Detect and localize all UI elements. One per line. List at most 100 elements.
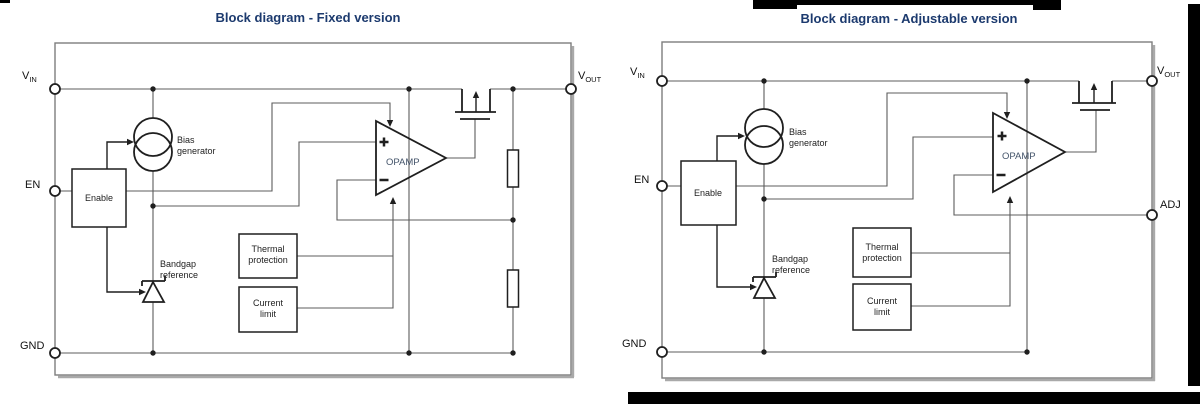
adj-terminal — [1146, 209, 1158, 221]
pin-label-vout: VOUT — [578, 70, 602, 84]
chip-outline-shadow — [58, 46, 575, 379]
bandgap-reference-label: Bandgap — [160, 259, 196, 269]
bandgap-reference-label: reference — [772, 265, 810, 275]
junction-dots — [150, 86, 516, 356]
arrowhead-up-icon — [1090, 83, 1098, 90]
current-limit-signal-wire — [297, 203, 394, 309]
junction-dots — [761, 78, 1030, 355]
feedback-to-minus-route — [336, 179, 513, 221]
arrowhead-down-icon — [386, 120, 394, 127]
enable-label: Enable — [85, 193, 113, 203]
enable-to-bandgap-wire — [716, 225, 751, 288]
thermal-protection-label: protection — [862, 253, 902, 263]
enable-to-bandgap-wire — [106, 227, 140, 293]
current-limit-label: limit — [874, 307, 890, 317]
adj-to-minus-route — [953, 174, 1152, 216]
pin-label-en: EN — [25, 179, 40, 191]
pin-terminals — [656, 75, 1158, 358]
plus-input-route — [764, 136, 993, 200]
bias-generator-label: Bias — [177, 135, 195, 145]
feedback-divider — [506, 149, 520, 308]
enable-control-arrows — [106, 120, 397, 296]
pin-terminals — [49, 83, 577, 359]
thermal-protection-block: Thermal protection — [852, 227, 912, 278]
gnd-terminal — [656, 346, 668, 358]
plus-input-icon — [382, 137, 386, 147]
thermal-protection-label: Thermal — [251, 244, 284, 254]
pin-label-gnd: GND — [20, 340, 45, 352]
minus-input-icon — [996, 173, 1006, 177]
adjustable-version-diagram: Block diagram - Adjustable version — [622, 11, 1181, 382]
current-limit-label: Current — [867, 296, 898, 306]
opamp-output-to-gate — [1065, 110, 1097, 153]
diagram-title-fixed: Block diagram - Fixed version — [216, 10, 401, 25]
fixed-version-diagram: Block diagram - Fixed version — [20, 10, 602, 379]
thermal-protection-label: protection — [248, 255, 288, 265]
resistor-bottom — [506, 269, 520, 308]
scan-artifact-bar-top — [753, 0, 1060, 5]
pin-label-vin: VIN — [22, 70, 37, 84]
scan-artifact-strip-right — [1188, 4, 1200, 386]
opamp-label: OPAMP — [386, 157, 420, 168]
pin-label-vout: VOUT — [1157, 65, 1181, 79]
enable-to-bias-wire — [716, 135, 739, 161]
pin-label-gnd: GND — [622, 338, 647, 350]
wires — [55, 88, 571, 354]
current-limit-label: Current — [253, 298, 284, 308]
bias-current-source — [133, 117, 173, 172]
pass-transistor — [455, 89, 496, 120]
vin-terminal — [49, 83, 61, 95]
current-limit-block: Current limit — [852, 283, 912, 331]
arrowhead-up-icon — [472, 91, 480, 98]
bandgap-zener — [752, 272, 777, 299]
wires — [662, 80, 1152, 353]
vout-terminal — [565, 83, 577, 95]
arrowhead-right-icon — [738, 132, 745, 140]
vin-terminal — [656, 75, 668, 87]
scan-artifact-bar-top — [753, 0, 797, 9]
plus-input-route — [153, 141, 376, 207]
resistor-top — [506, 149, 520, 188]
enable-control-arrows — [716, 112, 1014, 291]
en-terminal — [49, 185, 61, 197]
current-limit-label: limit — [260, 309, 276, 319]
pin-label-vin: VIN — [630, 66, 645, 80]
enable-block: Enable — [680, 160, 737, 226]
thermal-protection-label: Thermal — [865, 242, 898, 252]
bandgap-reference-label: reference — [160, 270, 198, 280]
minus-input-icon — [379, 178, 389, 182]
pass-transistor — [1072, 81, 1116, 111]
arrowhead-right-icon — [139, 288, 146, 296]
arrowhead-up-icon — [1006, 196, 1014, 203]
plus-input-icon — [1000, 131, 1004, 141]
enable-to-opamp-route — [126, 102, 391, 192]
opamp-symbol: OPAMP — [992, 111, 1067, 194]
bias-generator-label: generator — [177, 146, 216, 156]
pin-label-en: EN — [634, 174, 649, 186]
bias-generator-label: Bias — [789, 127, 807, 137]
gnd-terminal — [49, 347, 61, 359]
arrowhead-down-icon — [1003, 112, 1011, 119]
opamp-symbol: OPAMP — [375, 119, 448, 197]
scan-artifact-bar-top — [1033, 0, 1061, 10]
bandgap-zener — [141, 276, 166, 303]
enable-label: Enable — [694, 188, 722, 198]
current-limit-signal-wire — [911, 202, 1011, 307]
enable-to-bias-wire — [106, 141, 128, 169]
enable-block: Enable — [71, 168, 127, 228]
pin-label-adj: ADJ — [1160, 199, 1181, 211]
thermal-protection-block: Thermal protection — [238, 233, 298, 279]
bias-current-source — [744, 108, 784, 165]
opamp-output-to-gate — [446, 119, 476, 159]
opamp-label: OPAMP — [1002, 151, 1036, 162]
bandgap-reference-label: Bandgap — [772, 254, 808, 264]
bias-generator-label: generator — [789, 138, 828, 148]
scan-artifact-bar-bottom — [628, 392, 1200, 404]
current-limit-block: Current limit — [238, 286, 298, 333]
vout-terminal — [1146, 75, 1158, 87]
en-terminal — [656, 180, 668, 192]
enable-to-opamp-route — [736, 92, 1008, 187]
